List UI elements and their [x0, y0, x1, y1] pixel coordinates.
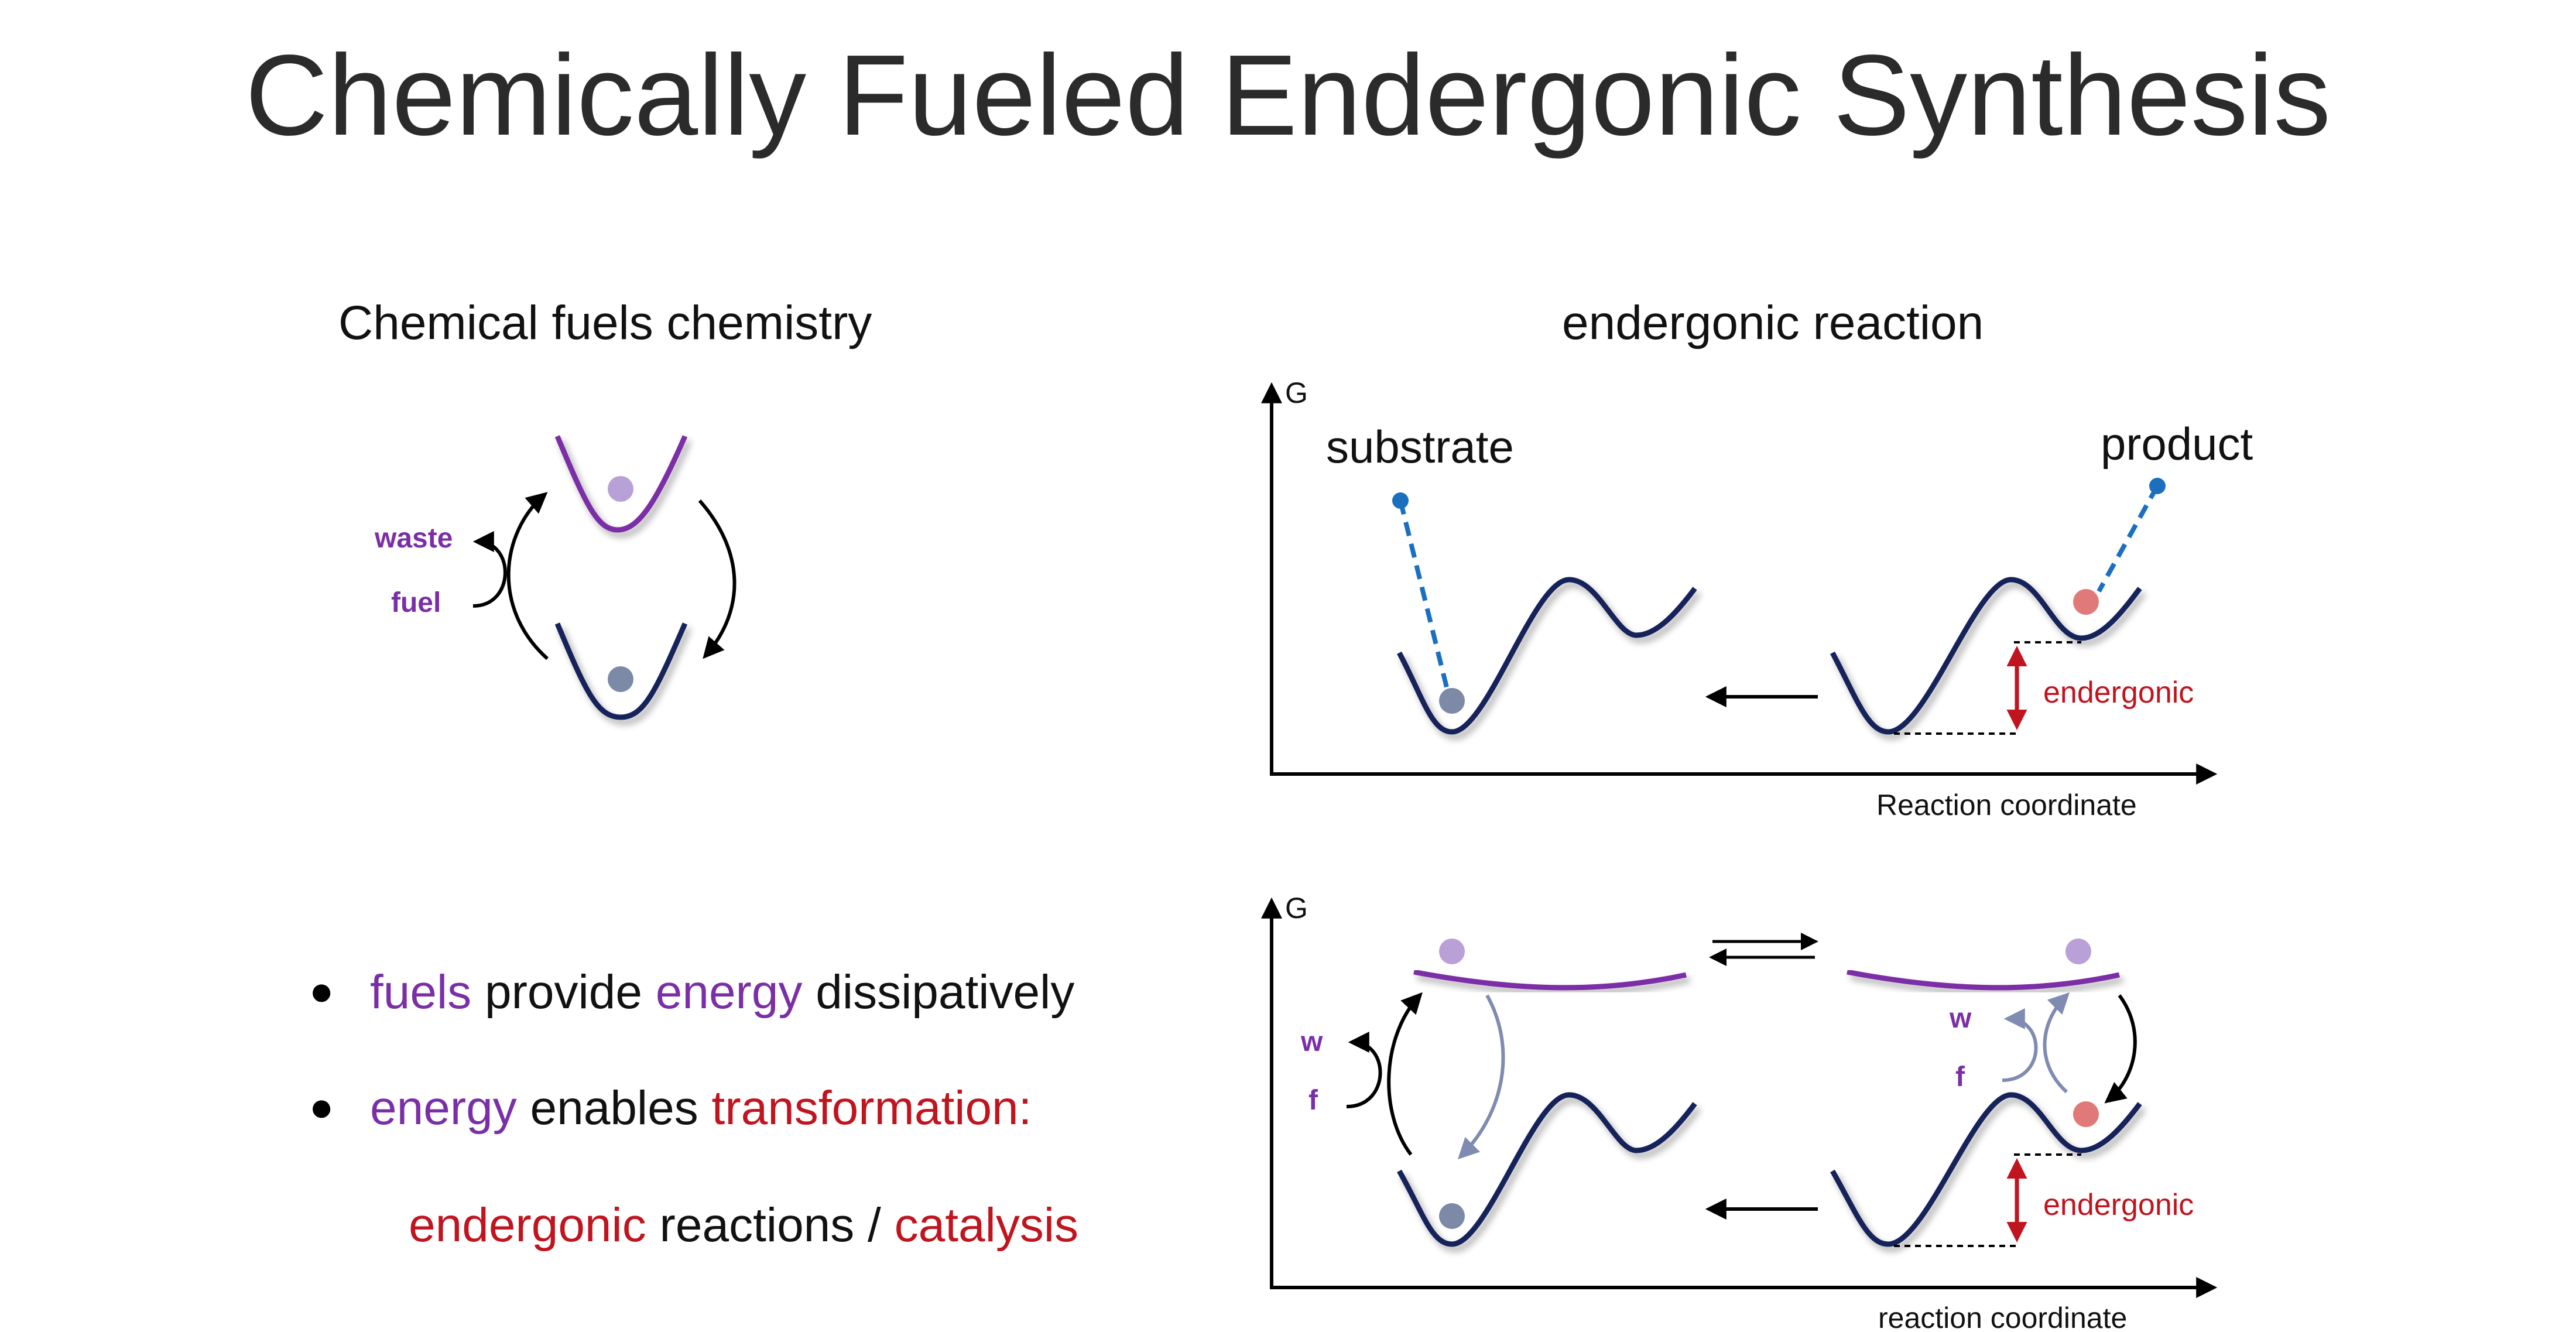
high-energy-ball	[608, 476, 633, 502]
bullet-dot: ●	[309, 1084, 334, 1129]
right-w-label: w	[1949, 1003, 1972, 1034]
right-activated-surface	[1847, 969, 2120, 991]
product-ball	[2073, 589, 2099, 615]
top-energy-diagram: G Reaction coordinate substrate product …	[1261, 376, 2253, 821]
fuel-cycle-diagram: waste fuel	[374, 435, 737, 720]
y-axis-label: G	[1285, 376, 1308, 409]
substrate-landscape	[1397, 577, 1697, 735]
right-panel-heading: endergonic reaction	[1562, 296, 1984, 350]
low-energy-well	[554, 622, 688, 720]
catalysis-word: catalysis	[894, 1199, 1079, 1252]
left-ground-ball	[1439, 1203, 1465, 1229]
right-fuel-waste-arrow	[2002, 1008, 2038, 1082]
energy-word: energy	[655, 965, 803, 1019]
fuels-word: fuels	[370, 965, 472, 1019]
right-activated-ball	[2065, 939, 2091, 964]
substrate-pointer-dot	[1392, 492, 1409, 509]
low-energy-ball	[608, 666, 633, 692]
left-activated-surface	[1413, 969, 1687, 991]
x-axis-label: Reaction coordinate	[1876, 789, 2137, 821]
endergonic-label: endergonic	[2043, 1188, 2194, 1222]
endergonic-word: endergonic	[409, 1199, 646, 1252]
substrate-label: substrate	[1326, 421, 1514, 472]
y-axis-label: G	[1285, 892, 1308, 924]
left-w-label: w	[1300, 1026, 1323, 1057]
right-up-arrow	[2043, 992, 2070, 1094]
left-ground-landscape	[1397, 1092, 1697, 1247]
left-f-label: f	[1308, 1085, 1318, 1116]
provide-word: provide	[471, 965, 656, 1019]
x-axis-label: reaction coordinate	[1878, 1302, 2127, 1332]
substrate-pointer	[1398, 500, 1451, 697]
waste-label: waste	[374, 523, 453, 554]
high-energy-well	[554, 435, 688, 533]
product-landscape	[1830, 577, 2142, 735]
left-activated-ball	[1439, 939, 1465, 964]
dissipatively-word: dissipatively	[802, 965, 1075, 1019]
substrate-ball	[1439, 688, 1465, 714]
reactions-word: reactions /	[646, 1199, 895, 1252]
bullet-energy: energy enables transformation:	[370, 1081, 1032, 1136]
product-pointer	[2097, 485, 2160, 593]
endergonic-label: endergonic	[2043, 676, 2194, 710]
product-pointer-dot	[2149, 478, 2166, 494]
transformation-word: transformation:	[711, 1081, 1032, 1135]
left-fuel-waste-arrow	[1346, 1032, 1382, 1108]
left-up-arrow	[1387, 992, 1423, 1156]
right-f-label: f	[1955, 1062, 1965, 1093]
enables-word: enables	[516, 1081, 712, 1135]
product-label: product	[2101, 418, 2253, 470]
relaxation-arrow	[698, 499, 737, 659]
right-ground-landscape	[1830, 1092, 2142, 1247]
left-down-arrow	[1457, 994, 1505, 1160]
bullet-subline: endergonic reactions / catalysis	[409, 1198, 1078, 1253]
page-title: Chemically Fueled Endergonic Synthesis	[245, 31, 2331, 159]
energy-word: energy	[370, 1081, 517, 1135]
fuel-to-waste-arrow	[472, 531, 507, 608]
right-product-ball	[2073, 1101, 2099, 1127]
left-panel-heading: Chemical fuels chemistry	[338, 296, 872, 350]
activation-arrow	[506, 492, 549, 660]
right-down-arrow	[2104, 994, 2137, 1104]
bullet-fuels: fuels provide energy dissipatively	[370, 965, 1074, 1020]
bullet-dot: ●	[309, 968, 334, 1013]
fuel-label: fuel	[391, 587, 441, 618]
bottom-energy-diagram: G reaction coordinate w f w f endergonic	[1261, 892, 2218, 1332]
